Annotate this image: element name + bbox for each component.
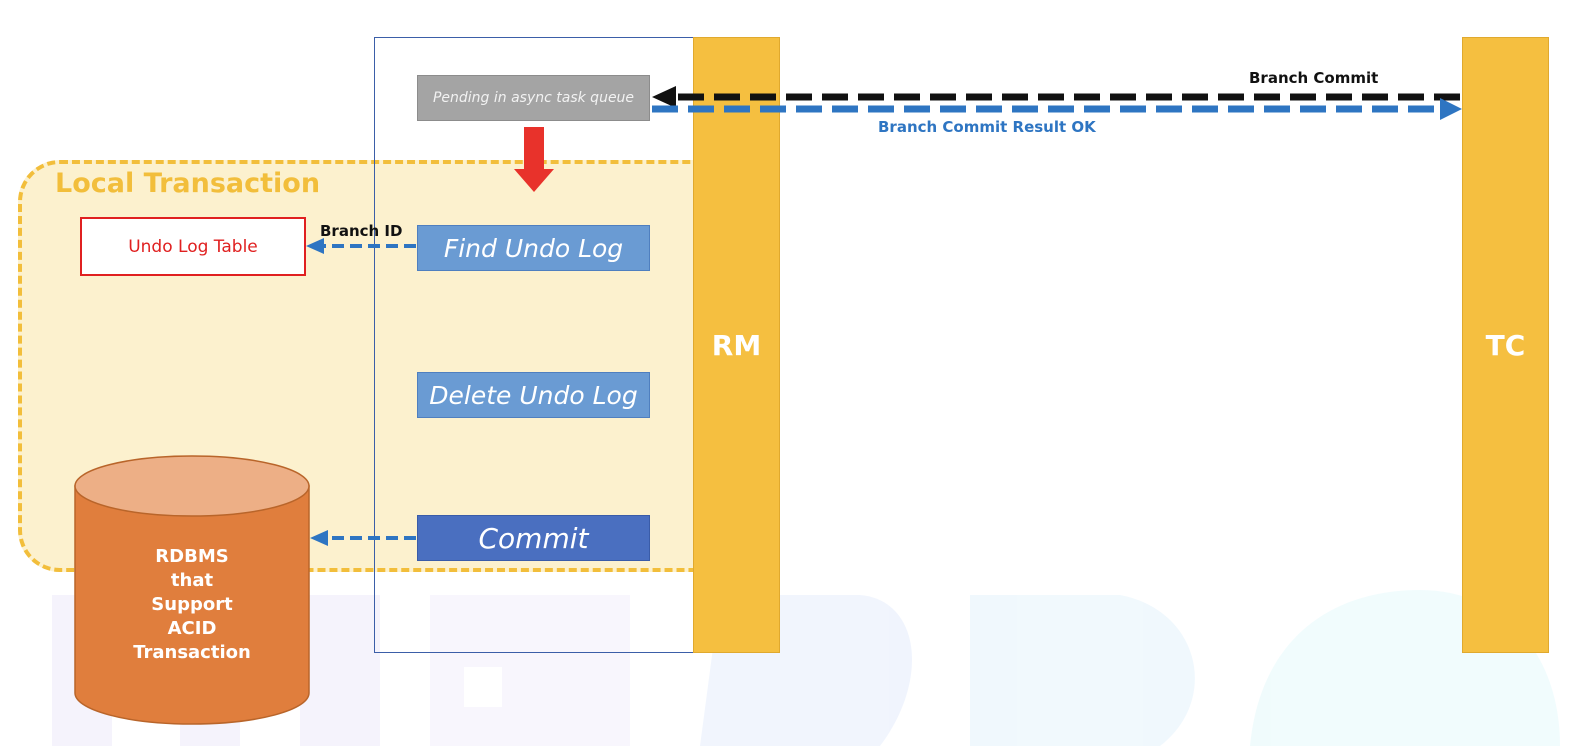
cylinder-body	[74, 485, 310, 725]
pending-queue-label: Pending in async task queue	[432, 90, 635, 106]
red-arrow-shaft	[524, 127, 544, 171]
cylinder-top	[74, 455, 310, 517]
rdbms-label-line: Transaction	[133, 642, 251, 663]
find-undo-log-label: Find Undo Log	[443, 233, 624, 263]
rdbms-label: RDBMS that Support ACID Transaction	[76, 545, 308, 665]
local-transaction-label: Local Transaction	[55, 168, 321, 199]
rdbms-label-line: RDBMS	[155, 546, 229, 567]
branch-id-arrowhead	[306, 238, 324, 254]
delete-undo-log-label: Delete Undo Log	[429, 380, 638, 410]
tc-lane-label: TC	[1485, 328, 1526, 362]
rm-lane-label: RM	[711, 328, 762, 362]
branch-commit-result-label: Branch Commit Result OK	[878, 118, 1096, 136]
delete-undo-log-box: Delete Undo Log	[417, 372, 650, 418]
commit-to-db-arrowhead	[310, 530, 328, 546]
watermark-shape	[430, 595, 630, 746]
rm-lane: RM	[693, 37, 780, 653]
find-undo-log-box: Find Undo Log	[417, 225, 650, 271]
commit-label: Commit	[478, 521, 589, 555]
branch-commit-result-arrowhead	[1440, 98, 1462, 120]
branch-commit-arrowhead	[652, 86, 676, 108]
watermark-shape	[970, 595, 1195, 746]
tc-lane: TC	[1462, 37, 1549, 653]
branch-id-label: Branch ID	[320, 222, 403, 240]
red-arrow-head	[514, 169, 554, 192]
rdbms-cylinder	[74, 455, 310, 725]
rdbms-label-line: Support	[151, 594, 233, 615]
pending-queue-box: Pending in async task queue	[417, 75, 650, 121]
watermark-shape	[300, 595, 380, 746]
rdbms-label-line: that	[170, 570, 214, 591]
branch-commit-label: Branch Commit	[1249, 69, 1379, 87]
rdbms-label-line: ACID	[167, 618, 217, 639]
watermark-window	[464, 667, 502, 707]
commit-box: Commit	[417, 515, 650, 561]
undo-log-table-box: Undo Log Table	[80, 217, 306, 276]
undo-log-table-label: Undo Log Table	[128, 236, 258, 257]
